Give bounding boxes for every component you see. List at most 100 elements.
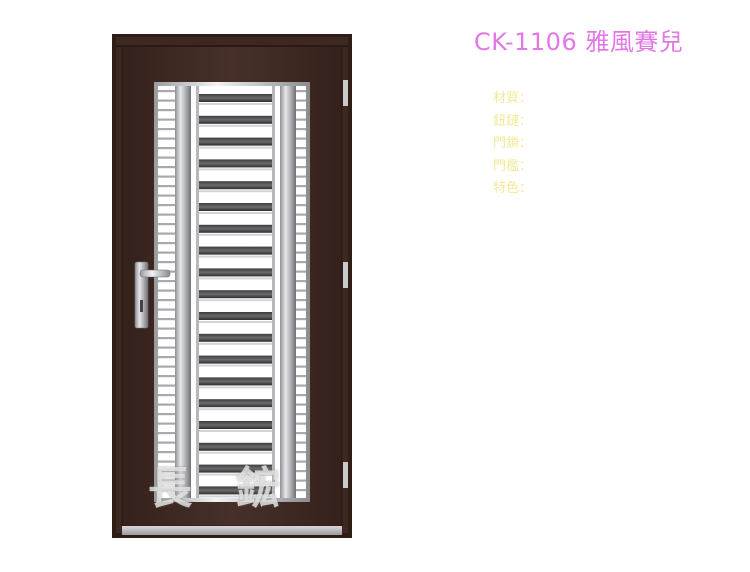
grille-slats: [199, 94, 272, 498]
grille-tick: [296, 109, 306, 112]
grille-tick: [158, 337, 175, 340]
grille-tick: [158, 280, 175, 283]
spec-feature-label: 特色：: [493, 181, 533, 196]
grille-tick: [158, 109, 175, 112]
grille-slat: [199, 421, 272, 429]
grille-tick: [296, 156, 306, 159]
grille-tick: [158, 318, 175, 321]
grille-slat-highlight: [199, 408, 272, 411]
grille-tick: [296, 413, 306, 416]
grille-slat-highlight: [199, 364, 272, 367]
handle-lever: [139, 269, 171, 278]
grille-tick: [296, 318, 306, 321]
grille-tick: [158, 413, 175, 416]
grille-tick: [296, 213, 306, 216]
door-sill: [122, 526, 342, 535]
grille-slat-highlight: [199, 430, 272, 432]
grille-tick: [158, 137, 175, 140]
grille-tick: [296, 432, 306, 435]
grille-tick: [296, 422, 306, 425]
grille-slat-highlight: [199, 495, 272, 498]
grille-slat: [199, 486, 272, 495]
grille-slat-highlight: [199, 473, 272, 476]
grille-slat-highlight: [199, 168, 272, 171]
spec-lock-label: 門鎖：: [493, 136, 533, 151]
grille-tick: [296, 441, 306, 444]
grille-tick: [296, 479, 306, 482]
grille-tick: [158, 394, 175, 397]
grille-tick: [158, 346, 175, 349]
grille-tick: [158, 289, 175, 292]
grille-slat-highlight: [199, 233, 272, 236]
grille-tick: [296, 375, 306, 378]
grille-tick: [296, 346, 306, 349]
grille-side-ticks: [158, 90, 306, 492]
grille-tick: [296, 280, 306, 283]
grille-tick: [158, 156, 175, 159]
grille-slat-highlight: [199, 103, 272, 105]
grille-tick: [158, 308, 175, 311]
grille-tick: [296, 460, 306, 463]
grille-tick: [296, 118, 306, 121]
grille-tick: [158, 479, 175, 482]
grille-tick: [158, 356, 175, 359]
spec-material-label: 材質：: [493, 91, 533, 106]
grille-slat-highlight: [199, 124, 272, 127]
grille-tick: [296, 232, 306, 235]
grille-tick: [296, 185, 306, 188]
hinge-bottom: [343, 462, 348, 488]
grille-slat-highlight: [199, 146, 272, 149]
grille-slat: [199, 312, 272, 320]
handle-plate: [134, 261, 149, 329]
grille-tick: [158, 147, 175, 150]
grille-tick: [158, 175, 175, 178]
grille-slat-highlight: [199, 277, 272, 280]
grille-slat-highlight: [199, 342, 272, 345]
grille-slat: [199, 355, 272, 364]
grille-slat: [199, 442, 272, 451]
grille-tick: [158, 327, 175, 330]
grille-tick: [158, 251, 175, 254]
grille-tick: [158, 384, 175, 387]
grille-tick: [296, 204, 306, 207]
grille-tick: [158, 441, 175, 444]
grille-tick: [296, 327, 306, 330]
grille-tick: [296, 356, 306, 359]
grille-tick: [296, 261, 306, 264]
grille-tick: [296, 489, 306, 492]
grille-slat-highlight: [199, 451, 272, 454]
grille-tick: [158, 261, 175, 264]
hinge-middle: [343, 262, 348, 288]
spec-threshold-label: 門檻：: [493, 158, 533, 174]
grille-tick: [158, 166, 175, 169]
grille-tick: [158, 460, 175, 463]
grille-tick: [296, 194, 306, 197]
grille-tick: [158, 99, 175, 102]
grille-tick: [158, 90, 175, 93]
spec-hinge-label: 鈕鏈：: [493, 113, 533, 129]
grille-slat-highlight: [199, 212, 272, 214]
grille-tick: [296, 128, 306, 131]
grille-tick: [158, 223, 175, 226]
grille-slat-highlight: [199, 321, 272, 323]
grille-tick: [158, 232, 175, 235]
grille-tick: [296, 251, 306, 254]
grille-tick: [296, 289, 306, 292]
grille-tick: [296, 394, 306, 397]
grille-slat-highlight: [199, 386, 272, 389]
grille-tick: [296, 99, 306, 102]
grille-slat: [199, 333, 272, 342]
grille-tick: [158, 128, 175, 131]
grille-tick: [158, 422, 175, 425]
spec-list: 材質： 鈕鏈： 門鎖： 門檻： 特色：: [493, 88, 532, 201]
grille-slat-highlight: [199, 190, 272, 193]
grille-slat: [199, 246, 272, 255]
grille-slat: [199, 115, 272, 124]
grille-tick: [296, 337, 306, 340]
grille-tick: [158, 403, 175, 406]
grille-slat-highlight: [199, 299, 272, 302]
grille-slat: [199, 137, 272, 146]
grille-tick: [158, 432, 175, 435]
grille-tick: [296, 223, 306, 226]
